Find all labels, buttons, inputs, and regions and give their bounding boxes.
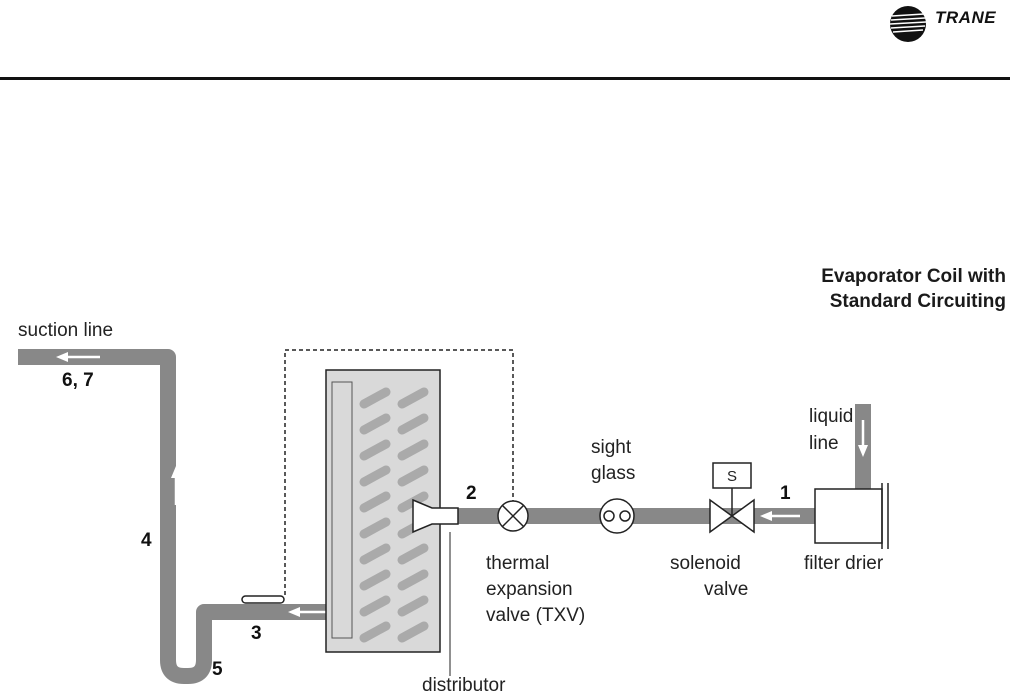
point-2: 2 bbox=[466, 483, 477, 504]
txv-sensing-line bbox=[284, 349, 514, 598]
txv-label-2: expansion bbox=[486, 579, 573, 600]
txv-label-3: valve (TXV) bbox=[486, 605, 586, 626]
distributor-icon bbox=[412, 498, 459, 534]
suction-line-label: suction line bbox=[18, 320, 114, 341]
txv-icon bbox=[497, 500, 529, 532]
point-1: 1 bbox=[780, 483, 791, 504]
coil-fins bbox=[359, 387, 429, 643]
title-line-1: Evaporator Coil with bbox=[821, 266, 1006, 287]
header-rule bbox=[0, 77, 1010, 80]
txv-label-1: thermal bbox=[486, 553, 550, 574]
point-4: 4 bbox=[141, 530, 152, 551]
solenoid-label-2: valve bbox=[704, 579, 749, 600]
filter-drier-icon bbox=[814, 483, 889, 549]
trane-logo-icon bbox=[889, 6, 927, 42]
sight-glass-icon bbox=[599, 498, 635, 534]
point-5: 5 bbox=[212, 659, 223, 680]
sight-glass-label-1: sight bbox=[591, 437, 632, 458]
flow-arrows bbox=[56, 352, 868, 617]
point-6-7: 6, 7 bbox=[62, 370, 94, 391]
distributor-label: distributor bbox=[422, 675, 506, 696]
point-3: 3 bbox=[251, 623, 262, 644]
filter-drier-label: filter drier bbox=[804, 553, 884, 574]
title-line-2: Standard Circuiting bbox=[829, 291, 1006, 312]
liquid-pipe-horizontal bbox=[458, 508, 818, 524]
sensing-bulb bbox=[241, 595, 285, 604]
liquid-line-label-1: liquid bbox=[809, 406, 854, 427]
solenoid-valve-icon bbox=[709, 462, 755, 534]
solenoid-symbol: S bbox=[727, 468, 737, 485]
suction-piping bbox=[18, 349, 342, 684]
coil-header-tube bbox=[331, 381, 353, 639]
liquid-line-label-2: line bbox=[809, 433, 839, 454]
solenoid-label-1: solenoid bbox=[670, 553, 741, 574]
brand-name: TRANE bbox=[935, 8, 997, 27]
sight-glass-label-2: glass bbox=[591, 463, 636, 484]
diagram-title: Evaporator Coil with Standard Circuiting bbox=[821, 264, 1006, 314]
